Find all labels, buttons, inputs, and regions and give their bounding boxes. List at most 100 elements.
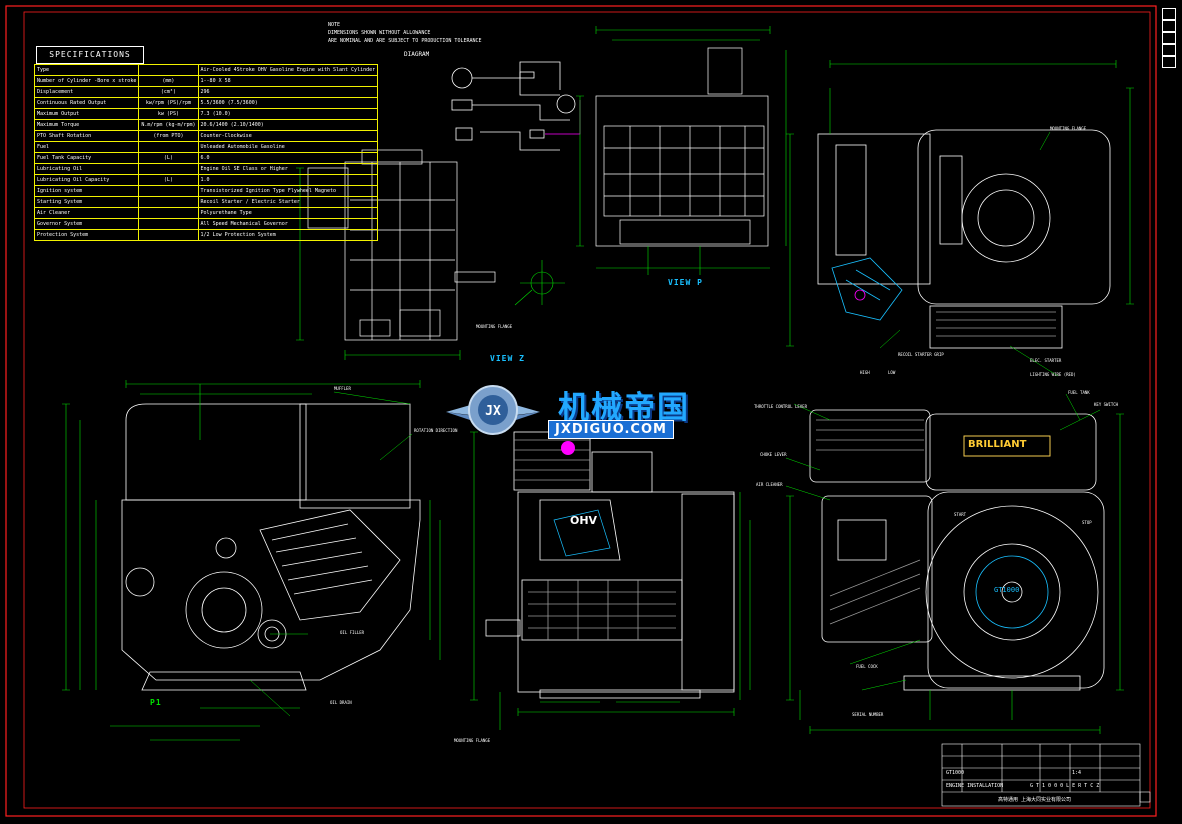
spec-value: Unleaded Automobile Gasoline	[197, 141, 379, 153]
spec-row: Number of Cylinder -Bore x stroke(mm)1--…	[33, 75, 379, 87]
spec-label: Governor System	[33, 218, 140, 230]
spec-unit	[138, 196, 199, 208]
spec-unit	[138, 64, 199, 76]
spec-label: Displacement	[33, 86, 140, 98]
callout-rotation: ROTATION DIRECTION	[414, 428, 458, 433]
spec-label: Type	[33, 64, 140, 76]
bottom-right-color-detail	[963, 435, 1051, 629]
callout-lighting-wire: LIGHTING WIRE (RED)	[1030, 372, 1076, 377]
brand-label: BRILLIANT	[968, 439, 1027, 450]
callout-throttle-lever: THROTTLE CONTROL LEVER	[754, 404, 807, 409]
bottom-right-dims	[786, 413, 1124, 734]
spec-value: Engine Oil SE Class or Higher	[197, 163, 379, 175]
title-block-model: GT1000	[946, 770, 965, 776]
spec-label: Lubricating Oil	[33, 163, 140, 175]
spec-label: Maximum Torque	[33, 119, 140, 131]
note-heading: NOTE	[328, 22, 341, 28]
spec-row: PTO Shaft Rotation(from PTO)Counter-Cloc…	[33, 130, 379, 142]
spec-row: Governor System All Speed Mechanical Gove…	[33, 218, 379, 230]
spec-label: Number of Cylinder -Bore x stroke	[33, 75, 140, 87]
top-right-cyan-detail	[831, 257, 903, 321]
spec-label: Continuous Rated Output	[33, 97, 140, 109]
leader-lines	[249, 131, 1101, 717]
spec-unit: (mm)	[138, 75, 199, 87]
revision-cell	[1162, 32, 1176, 44]
spec-unit	[138, 141, 199, 153]
callout-stop: STOP	[1082, 520, 1092, 525]
spec-value: Counter-Clockwise	[197, 130, 379, 142]
callout-low: LOW	[888, 370, 896, 375]
spec-value: 20.6/1400 (2.10/1400)	[197, 119, 379, 131]
view-z-dims	[296, 167, 565, 360]
callout-serial-number: SERIAL NUMBER	[852, 712, 884, 717]
spec-value: Polyurethane Type	[197, 207, 379, 219]
site-logo-url: JXDIGUO.COM	[548, 420, 674, 439]
spec-label: Fuel Tank Capacity	[33, 152, 140, 164]
spec-label: Air Cleaner	[33, 207, 140, 219]
spec-unit	[138, 229, 199, 241]
revision-cell	[1162, 8, 1176, 20]
callout-mounting-flange-bottom: MOUNTING FLANGE	[454, 738, 491, 743]
bottom-middle-view	[485, 431, 735, 699]
view-p-drawing	[595, 47, 769, 247]
spec-value: All Speed Mechanical Governor	[197, 218, 379, 230]
spec-value: Recoil Starter / Electric Starter	[197, 196, 379, 208]
spec-row: Displacement(cm³)296	[33, 86, 379, 98]
spec-row: Fuel Unleaded Automobile Gasoline	[33, 141, 379, 153]
title-block-title: ENGINE INSTALLATION	[946, 783, 1004, 789]
spec-unit: kw/rpm (PS)/rpm	[138, 97, 199, 109]
spec-value: 7.3 (10.0)	[197, 108, 379, 120]
ohv-label: OHV	[570, 514, 598, 527]
spec-value: Air-Cooled 4Stroke OHV Gasoline Engine w…	[197, 64, 379, 76]
title-block-sheet: 1:4	[1072, 770, 1082, 776]
spec-unit: (L)	[138, 174, 199, 186]
spec-row: Fuel Tank Capacity(L)6.0	[33, 152, 379, 164]
spec-row: Protection System 1/2 Low Protection Syst…	[33, 229, 379, 241]
specifications-title: SPECIFICATIONS	[36, 46, 144, 64]
spec-unit: (cm³)	[138, 86, 199, 98]
spec-unit	[138, 207, 199, 219]
view-z-label: VIEW Z	[490, 354, 525, 363]
spec-row: Lubricating Oil Capacity(L)1.0	[33, 174, 379, 186]
callout-high: HIGH	[860, 370, 870, 375]
p1-label: P1	[150, 698, 162, 707]
spec-unit	[138, 218, 199, 230]
spec-label: Fuel	[33, 141, 140, 153]
title-block-grid	[941, 743, 1151, 807]
revision-column	[1162, 8, 1176, 68]
inner-frame	[23, 11, 1151, 809]
logo-badge-icon: JX	[446, 385, 540, 435]
spec-label: Maximum Output	[33, 108, 140, 120]
spec-value: 5.5/3600 (7.5/3600)	[197, 97, 379, 109]
spec-unit: kw (PS)	[138, 108, 199, 120]
bottom-middle-cyan	[553, 509, 611, 557]
spec-value: 1--80 X 58	[197, 75, 379, 87]
callout-muffler: MUFFLER	[334, 386, 351, 391]
drawing-frame	[5, 5, 1157, 817]
spec-label: Lubricating Oil Capacity	[33, 174, 140, 186]
wiring-diagram	[451, 61, 581, 151]
spec-value: 1/2 Low Protection System	[197, 229, 379, 241]
top-right-view	[817, 129, 1111, 349]
spec-value: 1.0	[197, 174, 379, 186]
spec-row: Type Air-Cooled 4Stroke OHV Gasoline Engi…	[33, 64, 379, 76]
logo-badge-text: JX	[485, 404, 501, 419]
spec-unit	[138, 163, 199, 175]
spec-label: Starting System	[33, 196, 140, 208]
spec-unit: (from PTO)	[138, 130, 199, 142]
top-right-dims	[786, 60, 1134, 347]
callout-air-cleaner: AIR CLEANER	[756, 482, 783, 487]
spec-row: Air Cleaner Polyurethane Type	[33, 207, 379, 219]
callout-fuel-cock: FUEL COCK	[856, 664, 878, 669]
title-block-drawing-no: G T 1 0 0 0 L E R T C Z	[1030, 783, 1100, 789]
callout-mounting-flange-top: MOUNTING FLANGE	[476, 324, 513, 329]
callout-fuel-tank: FUEL TANK	[1068, 390, 1090, 395]
revision-cell	[1162, 44, 1176, 56]
spec-label: Protection System	[33, 229, 140, 241]
callout-start: START	[954, 512, 967, 517]
callout-oil-filler: OIL FILLER	[340, 630, 365, 635]
